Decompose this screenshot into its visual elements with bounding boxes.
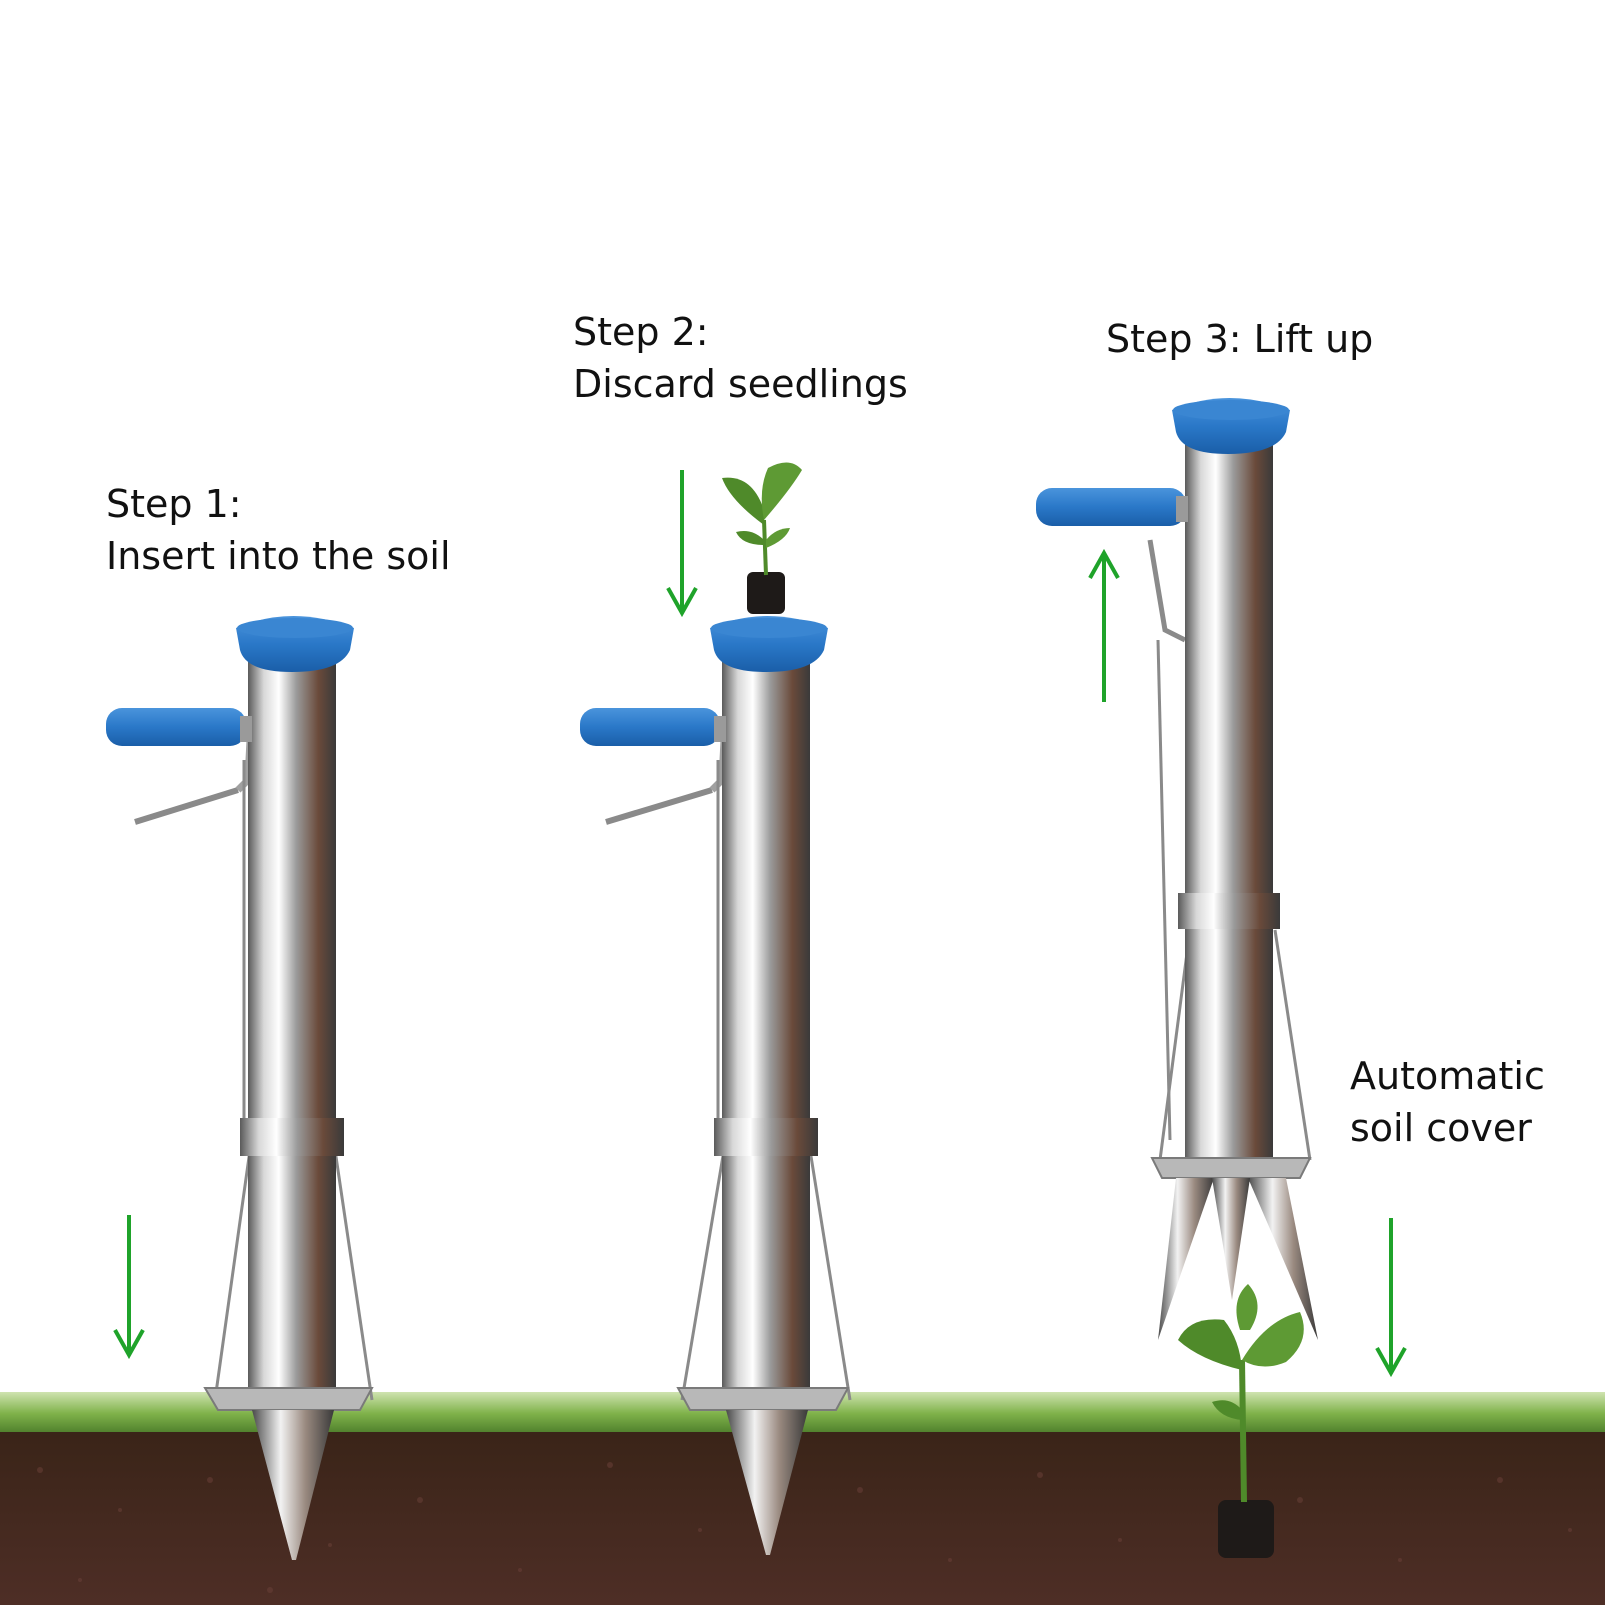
step2-title: Step 2:	[573, 310, 709, 354]
handle-grip	[1036, 488, 1186, 526]
planter-tool-step1	[106, 616, 374, 1560]
soil-cover-line: soil cover	[1350, 1106, 1532, 1151]
arrow-down-icon	[666, 470, 698, 618]
seedling-plug	[722, 462, 802, 614]
arrow-down-icon	[113, 1215, 145, 1360]
planter-tool-step3	[1036, 398, 1318, 1340]
planted-seedling	[1178, 1284, 1304, 1558]
step2-description: Discard seedlings	[573, 362, 908, 407]
handle-grip	[580, 708, 720, 746]
step2-label: Step 2: Discard seedlings	[573, 306, 908, 411]
automatic-soil-cover-label: Automatic soil cover	[1350, 1050, 1545, 1155]
step1-title: Step 1:	[106, 482, 242, 526]
soil-layer	[0, 1432, 1605, 1605]
step1-description: Insert into the soil	[106, 534, 451, 579]
planter-tool-step2	[580, 616, 852, 1555]
step1-label: Step 1: Insert into the soil	[106, 478, 451, 583]
step3-label: Step 3: Lift up	[1106, 313, 1373, 365]
handle-grip	[106, 708, 246, 746]
automatic-line: Automatic	[1350, 1054, 1545, 1098]
arrow-up-icon	[1088, 548, 1120, 702]
soil-texture	[37, 1462, 1572, 1593]
arrow-down-icon	[1375, 1218, 1407, 1378]
step3-title: Step 3: Lift up	[1106, 317, 1374, 361]
